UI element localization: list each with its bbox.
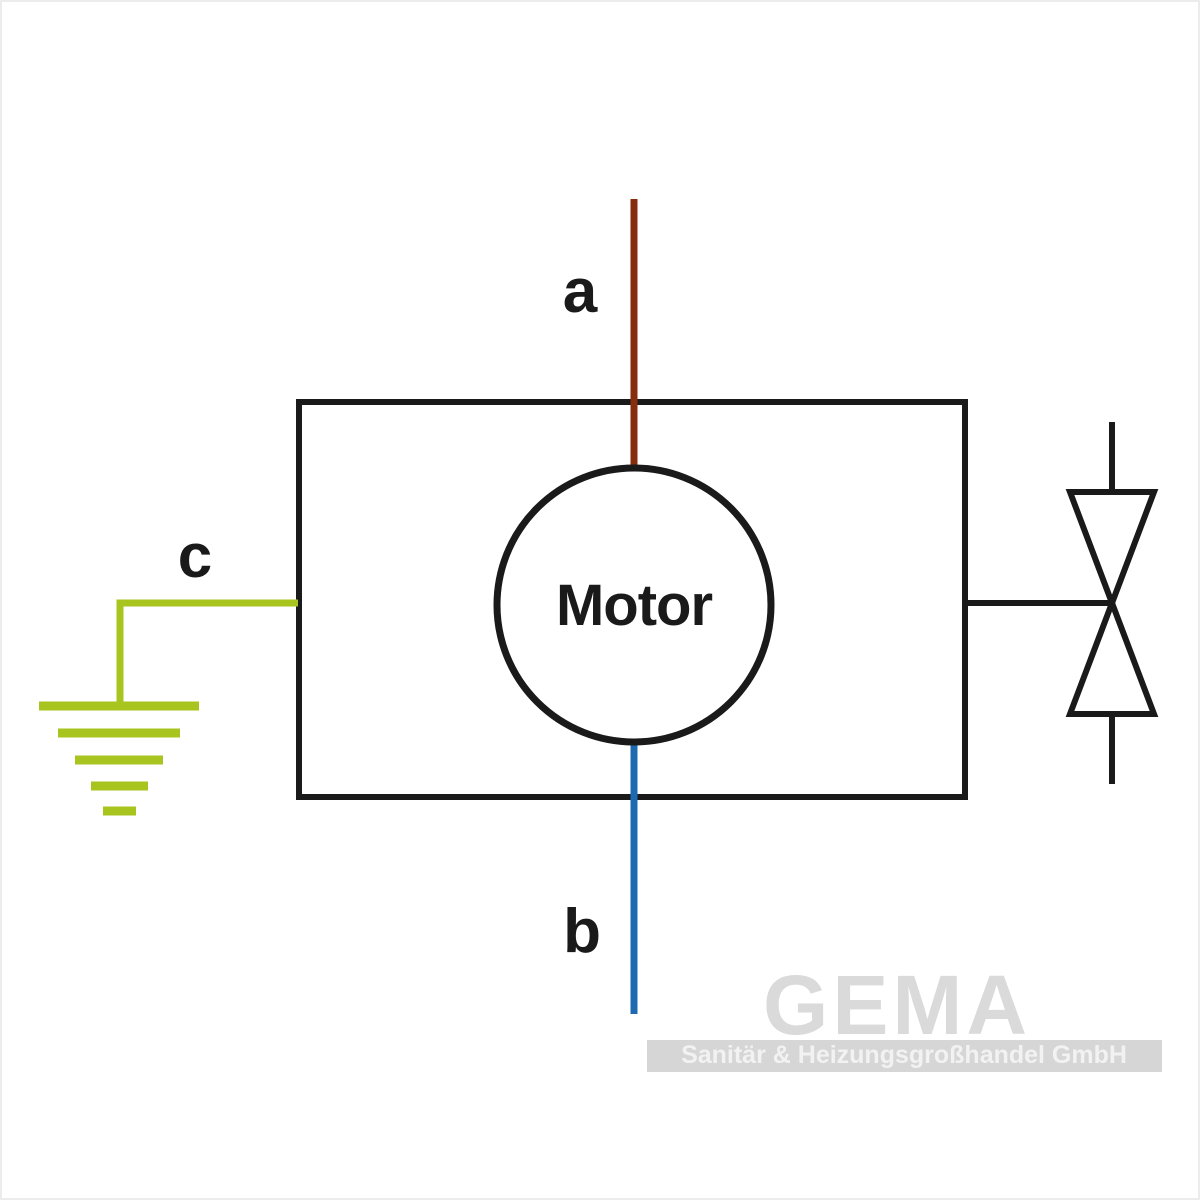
watermark: GEMA Sanitär & Heizungsgroßhandel GmbH: [647, 958, 1162, 1072]
watermark-brand-text: GEMA: [763, 958, 1031, 1052]
motor-circle: [493, 464, 775, 746]
wire-b-label: b: [563, 897, 601, 966]
wire-c: [116, 599, 298, 704]
ground-icon: [39, 701, 199, 816]
wire-a-label: a: [563, 257, 598, 326]
valve-icon: [1065, 422, 1159, 784]
watermark-bar: [647, 1040, 1162, 1072]
motor-label: Motor: [556, 573, 712, 638]
wire-c-label: c: [178, 522, 212, 591]
watermark-subtitle-text: Sanitär & Heizungsgroßhandel GmbH: [681, 1041, 1127, 1069]
